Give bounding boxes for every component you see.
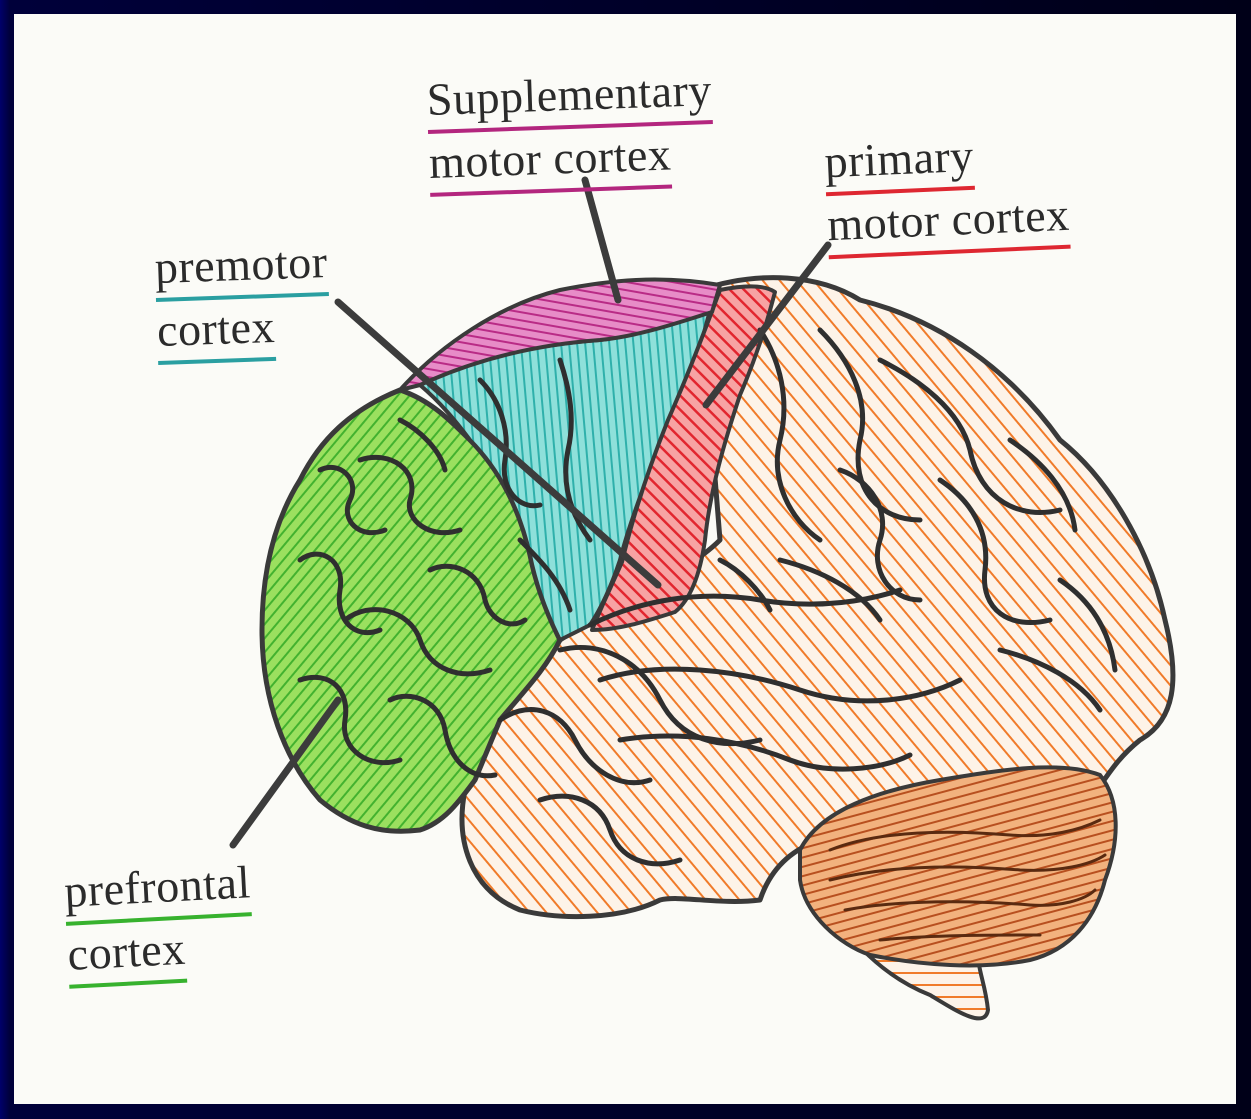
label-primary-line-1: primary bbox=[823, 127, 975, 196]
label-primary-line-2: motor cortex bbox=[826, 186, 1071, 260]
label-premotor-line-2: cortex bbox=[156, 298, 276, 365]
label-prefrontal-cortex: prefrontal cortex bbox=[63, 853, 256, 989]
label-primary-motor-cortex: primary motor cortex bbox=[823, 123, 1071, 259]
label-supplementary-motor-cortex: Supplementary motor cortex bbox=[426, 61, 715, 197]
label-prefrontal-line-2: cortex bbox=[66, 920, 187, 989]
label-premotor-line-1: premotor bbox=[154, 233, 329, 302]
label-supplementary-line-2: motor cortex bbox=[428, 126, 672, 197]
label-prefrontal-line-1: prefrontal bbox=[63, 853, 252, 926]
label-premotor-cortex: premotor cortex bbox=[154, 233, 331, 365]
label-supplementary-line-1: Supplementary bbox=[426, 61, 713, 134]
